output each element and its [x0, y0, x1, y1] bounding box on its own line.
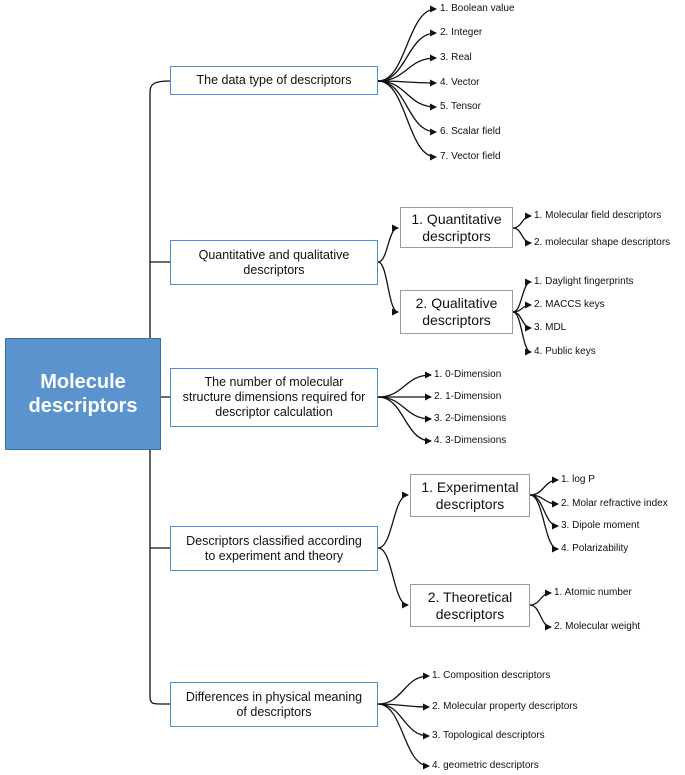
connector-arrow: [377, 29, 437, 82]
connector-arrow: [512, 227, 532, 247]
connector-arrow: [512, 212, 532, 229]
category-label: The number of molecular structure dimens…: [182, 375, 366, 419]
leaf-item: 3. Real: [440, 52, 472, 63]
leaf-item: 1. log P: [561, 474, 595, 485]
connector-arrow: [512, 278, 532, 313]
leaf-item: 3. 2-Dimensions: [434, 413, 507, 424]
category-label: Descriptors classified according to expe…: [186, 533, 362, 563]
leaf-item: 3. Dipole moment: [561, 520, 640, 531]
category-quantitative-qualitative: Quantitative and qualitative descriptors: [170, 240, 378, 285]
connector-arrow: [377, 54, 437, 82]
leaf-item: 1. Molecular field descriptors: [534, 210, 662, 221]
category-physical-meaning: Differences in physical meaning of descr…: [170, 682, 378, 727]
subcategory-label: 1. Experimental descriptors: [421, 478, 519, 512]
category-data-type: The data type of descriptors: [170, 66, 378, 95]
connector-arrow: [377, 5, 437, 82]
category-label: Quantitative and qualitative descriptors: [198, 247, 350, 277]
leaf-item: 2. molecular shape descriptors: [534, 237, 671, 248]
leaf-item: 1. Daylight fingerprints: [534, 276, 634, 287]
leaf-item: 1. Boolean value: [440, 3, 515, 14]
connector-arrow: [377, 80, 437, 161]
connector-arrow: [377, 547, 409, 609]
leaf-item: 3. Topological descriptors: [432, 730, 545, 741]
connector-arrow: [529, 604, 552, 631]
leaf-item: 4. geometric descriptors: [432, 760, 539, 771]
leaf-item: 2. Molar refractive index: [561, 498, 668, 509]
subcategory-label: 1. Quantitative descriptors: [411, 210, 502, 244]
connector-arrow: [377, 491, 409, 549]
subcategory-theoretical: 2. Theoretical descriptors: [410, 584, 530, 627]
subcategory-experimental: 1. Experimental descriptors: [410, 474, 530, 517]
leaf-item: 2. Molecular weight: [554, 621, 641, 632]
leaf-item: 2. Integer: [440, 27, 483, 38]
leaf-item: 4. Polarizability: [561, 543, 629, 554]
subcategory-qualitative: 2. Qualitative descriptors: [400, 290, 513, 334]
category-experiment-theory: Descriptors classified according to expe…: [170, 526, 378, 571]
category-label: The data type of descriptors: [196, 73, 352, 87]
leaf-item: 6. Scalar field: [440, 126, 501, 137]
category-dimensions: The number of molecular structure dimens…: [170, 368, 378, 427]
leaf-item: 1. Atomic number: [554, 587, 632, 598]
connector-arrow: [377, 80, 437, 111]
subcategory-label: 2. Qualitative descriptors: [415, 295, 498, 328]
leaf-item: 7. Vector field: [440, 151, 501, 162]
connector-arrow: [377, 261, 399, 316]
connector-arrow: [512, 311, 532, 356]
leaf-item: 4. 3-Dimensions: [434, 435, 507, 446]
root-node-molecule-descriptors: Molecule descriptors: [5, 338, 161, 450]
category-label: Differences in physical meaning of descr…: [185, 689, 363, 719]
connector-arrow: [377, 703, 430, 740]
connector-arrow: [377, 396, 432, 423]
connector-arrow: [377, 224, 399, 263]
leaf-item: 4. Public keys: [534, 346, 596, 357]
subcategory-label: 2. Theoretical descriptors: [427, 588, 513, 622]
leaf-item: 2. Molecular property descriptors: [432, 701, 578, 712]
connector-arrow: [377, 672, 430, 705]
leaf-item: 2. MACCS keys: [534, 299, 605, 310]
leaf-item: 3. MDL: [534, 322, 567, 333]
connector-arrow: [529, 476, 559, 496]
connector-arrow: [529, 589, 552, 606]
leaf-item: 5. Tensor: [440, 101, 481, 112]
connector-arrow: [377, 371, 432, 398]
leaf-item: 1. Composition descriptors: [432, 670, 551, 681]
leaf-item: 4. Vector: [440, 77, 480, 88]
connector-arrow: [377, 703, 430, 770]
subcategory-quantitative: 1. Quantitative descriptors: [400, 207, 513, 248]
connector-arrow: [529, 494, 559, 553]
root-label: Molecule descriptors: [28, 371, 138, 417]
connector-arrow: [377, 396, 432, 445]
leaf-item: 1. 0-Dimension: [434, 369, 502, 380]
leaf-item: 2. 1-Dimension: [434, 391, 502, 402]
